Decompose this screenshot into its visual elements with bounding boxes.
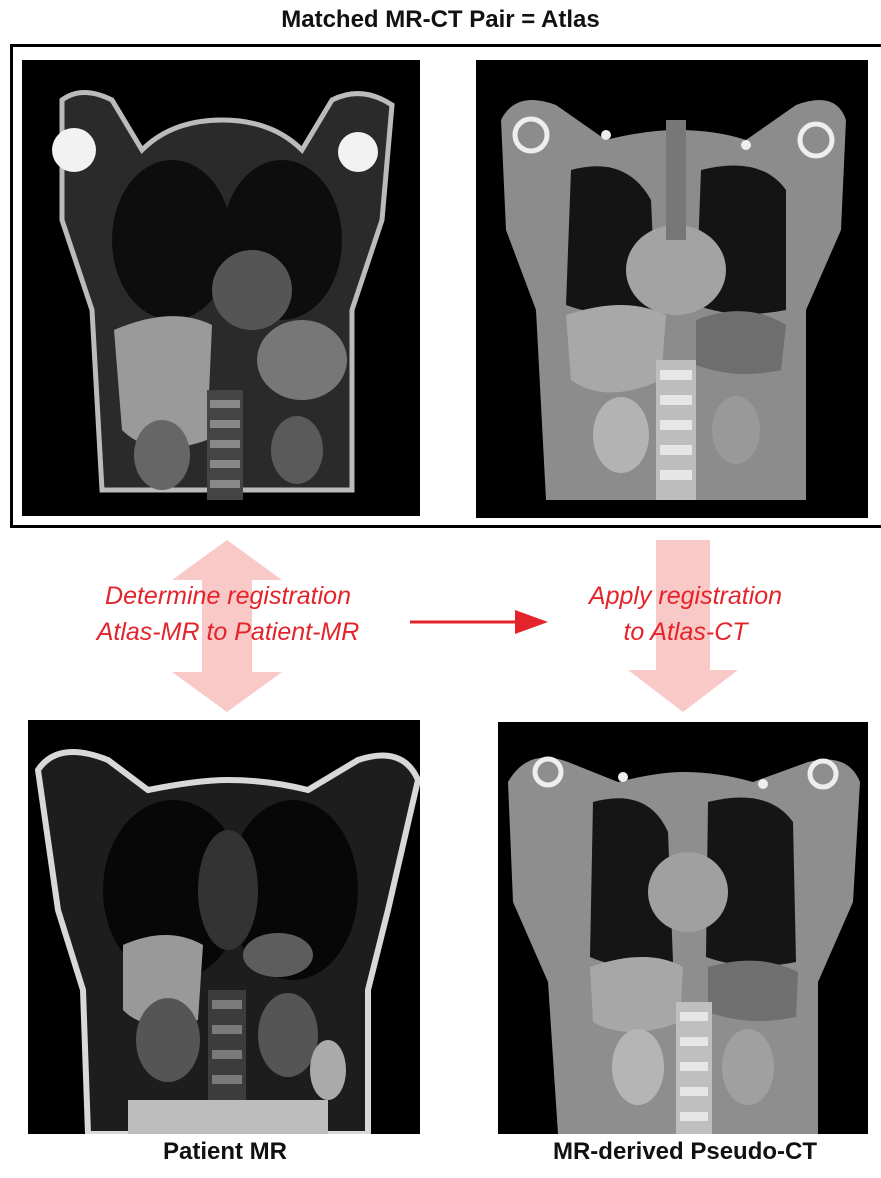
- patient-mr-label: Patient MR: [40, 1138, 410, 1166]
- atlas-ct-graphic: [476, 60, 868, 518]
- apply-line-1: Apply registration: [548, 578, 823, 614]
- apply-line-2: to Atlas-CT: [548, 614, 823, 650]
- determine-line-1: Determine registration: [58, 578, 398, 614]
- atlas-mr-image: [22, 60, 420, 516]
- pseudo-ct-image: [498, 722, 868, 1134]
- atlas-mr-graphic: [22, 60, 420, 516]
- red-flow-arrow: [410, 608, 550, 636]
- atlas-ct-image: [476, 60, 868, 518]
- determine-line-2: Atlas-MR to Patient-MR: [58, 614, 398, 650]
- patient-mr-graphic: [28, 720, 420, 1134]
- figure-title: Matched MR-CT Pair = Atlas: [0, 6, 881, 34]
- apply-registration-text: Apply registration to Atlas-CT: [548, 578, 823, 650]
- determine-registration-text: Determine registration Atlas-MR to Patie…: [58, 578, 398, 650]
- pseudo-ct-label: MR-derived Pseudo-CT: [500, 1138, 870, 1166]
- patient-mr-image: [28, 720, 420, 1134]
- pseudo-ct-graphic: [498, 722, 868, 1134]
